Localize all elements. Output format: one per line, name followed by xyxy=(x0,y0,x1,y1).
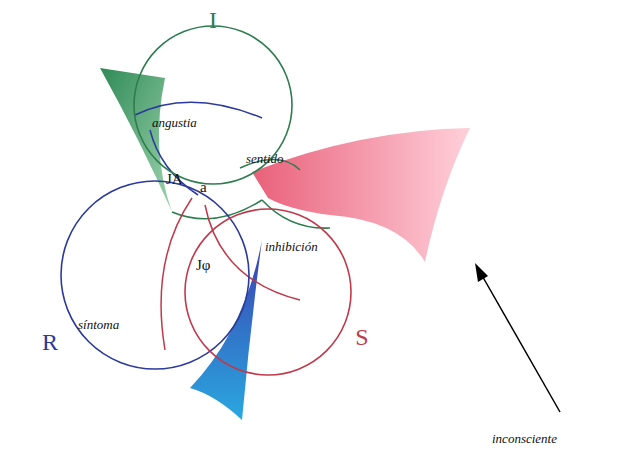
ring-outline xyxy=(184,208,352,376)
region-label: síntoma xyxy=(78,318,119,331)
real-wedge xyxy=(190,240,262,420)
register-ring: R xyxy=(60,180,250,370)
region-label: sentido xyxy=(246,152,284,165)
region-label: angustia xyxy=(152,116,197,129)
ring-label: R xyxy=(42,330,58,354)
ring-label: S xyxy=(355,325,368,349)
region-label: inhibición xyxy=(265,240,318,253)
register-ring: S xyxy=(184,208,352,376)
inner-curve xyxy=(150,130,198,195)
leader-line xyxy=(480,272,560,412)
ring-label: I xyxy=(209,8,217,32)
symbolic-wedge xyxy=(252,128,470,262)
region-label: Jφ xyxy=(196,258,211,273)
region-label: a xyxy=(200,180,207,195)
region-label: inconsciente xyxy=(492,432,557,445)
arrow-head xyxy=(475,263,488,282)
ring-outline xyxy=(60,180,250,370)
region-label: JA xyxy=(166,172,183,187)
